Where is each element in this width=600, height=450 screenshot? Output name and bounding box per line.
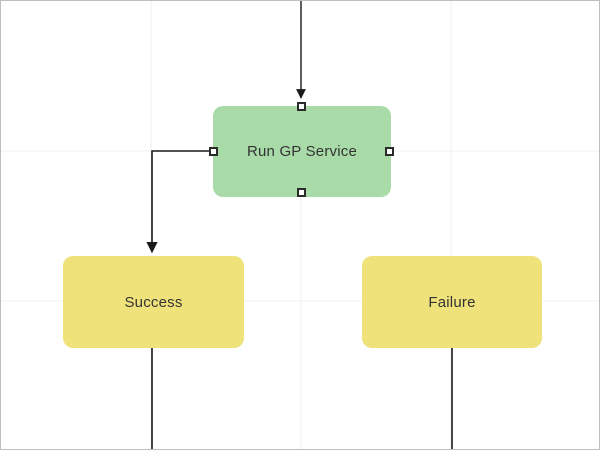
port-left-run-gp-service[interactable] — [209, 147, 218, 156]
node-label-failure: Failure — [428, 293, 476, 311]
edge-run-gp-service-to-success[interactable] — [146, 150, 213, 254]
node-run-gp-service[interactable]: Run GP Service — [213, 106, 391, 197]
node-label-success: Success — [124, 293, 183, 311]
node-failure[interactable]: Failure — [362, 256, 542, 348]
node-success[interactable]: Success — [63, 256, 244, 348]
port-right-run-gp-service[interactable] — [385, 147, 394, 156]
port-bottom-run-gp-service[interactable] — [297, 188, 306, 197]
port-top-run-gp-service[interactable] — [297, 102, 306, 111]
node-label-run-gp-service: Run GP Service — [246, 143, 358, 160]
